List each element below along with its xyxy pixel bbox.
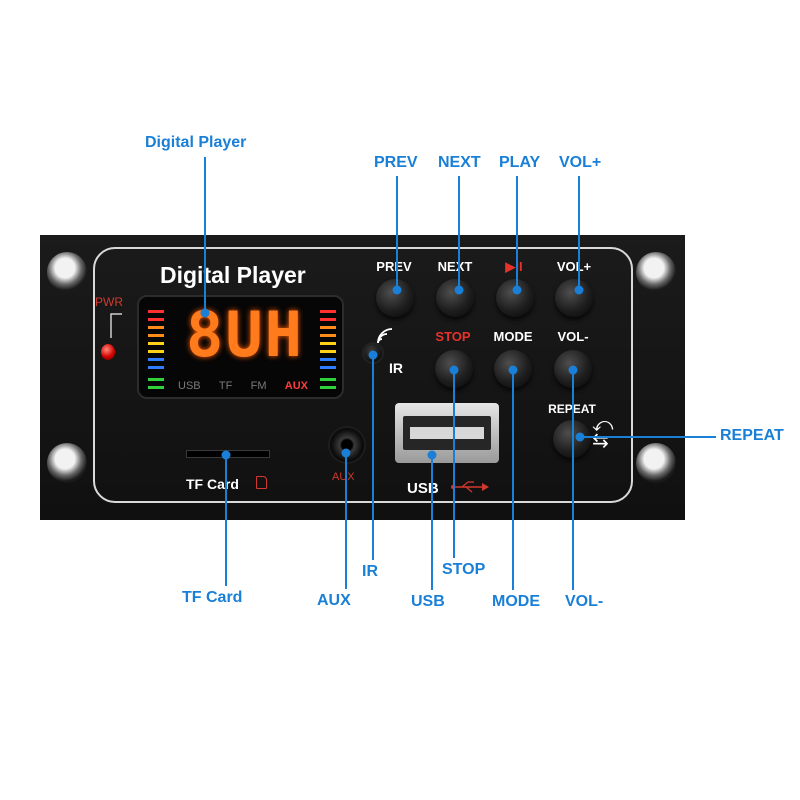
repeat-button-label: REPEAT <box>548 402 596 416</box>
level-bar-left <box>148 310 164 313</box>
level-bar-right <box>320 386 336 389</box>
aux-label: AUX <box>332 471 355 483</box>
level-bar-left <box>148 334 164 337</box>
callout-ir: IR <box>362 563 378 580</box>
repeat-icon: ⤺⇆ <box>592 412 614 452</box>
level-bar-right <box>320 366 336 369</box>
callout-vol-up: VOL+ <box>559 154 602 171</box>
tf-card-slot[interactable] <box>186 450 270 458</box>
vol-up-button-label: VOL+ <box>556 259 592 274</box>
led-display <box>137 295 344 399</box>
level-bar-right <box>320 334 336 337</box>
mounting-hole-bottom-left <box>47 443 87 483</box>
level-bar-right <box>320 378 336 381</box>
level-bar-left <box>148 386 164 389</box>
mode-indicator-fm: FM <box>250 380 267 392</box>
mode-button-label: MODE <box>493 329 533 344</box>
mode-indicator-tf: TF <box>218 380 233 392</box>
prev-button-label: PREV <box>376 259 412 274</box>
level-bar-right <box>320 342 336 345</box>
usb-label: USB <box>407 480 439 497</box>
level-bar-left <box>148 318 164 321</box>
vol-down-button[interactable] <box>554 350 592 388</box>
level-bar-left <box>148 366 164 369</box>
aux-jack[interactable] <box>330 428 364 462</box>
play-pause-button[interactable] <box>496 279 534 317</box>
level-bar-left <box>148 350 164 353</box>
vol-up-button[interactable] <box>555 279 593 317</box>
stop-button[interactable] <box>435 350 473 388</box>
level-bar-left <box>148 326 164 329</box>
stop-button-label: STOP <box>435 329 471 344</box>
level-bar-right <box>320 350 336 353</box>
level-bar-left <box>148 358 164 361</box>
level-bar-left <box>148 342 164 345</box>
callout-usb: USB <box>411 593 445 610</box>
prev-button[interactable] <box>376 279 414 317</box>
power-led-bracket <box>110 313 122 338</box>
tf-card-label: TF Card <box>186 476 239 492</box>
mode-indicator-aux: AUX <box>284 380 308 392</box>
callout-mode: MODE <box>492 593 540 610</box>
callout-vol-down: VOL- <box>565 593 604 610</box>
ir-label: IR <box>389 360 403 376</box>
sd-card-icon <box>256 476 267 489</box>
mode-button[interactable] <box>494 350 532 388</box>
level-bar-right <box>320 310 336 313</box>
callout-digital-player: Digital Player <box>145 134 247 151</box>
callout-repeat: REPEAT <box>720 427 784 444</box>
level-bar-right <box>320 318 336 321</box>
callout-aux: AUX <box>317 592 351 609</box>
play-button-label: ▶II <box>505 259 523 274</box>
repeat-button[interactable] <box>553 420 591 458</box>
power-label: PWR <box>95 295 123 309</box>
callout-tf-card: TF Card <box>182 589 243 606</box>
display-mode-indicators: USB TF FM AUX <box>178 380 308 392</box>
display-digits: 8UH <box>186 298 304 371</box>
callout-prev: PREV <box>374 154 418 171</box>
panel-inner-border <box>93 247 633 503</box>
next-button[interactable] <box>436 279 474 317</box>
brand-title: Digital Player <box>160 262 306 288</box>
level-bar-right <box>320 358 336 361</box>
next-button-label: NEXT <box>437 259 473 274</box>
callout-play: PLAY <box>499 154 541 171</box>
usb-symbol-icon <box>451 481 489 493</box>
callout-next: NEXT <box>438 154 481 171</box>
ir-signal-icon <box>377 328 393 344</box>
mounting-hole-top-left <box>47 252 87 292</box>
ir-receiver <box>364 344 382 362</box>
callout-stop: STOP <box>442 561 486 578</box>
vol-down-button-label: VOL- <box>557 329 589 344</box>
usb-port-contacts <box>410 427 484 439</box>
power-led <box>101 344 115 360</box>
mode-indicator-usb: USB <box>178 380 201 392</box>
mounting-hole-top-right <box>636 252 676 292</box>
level-bar-right <box>320 326 336 329</box>
level-bar-left <box>148 378 164 381</box>
mounting-hole-bottom-right <box>636 443 676 483</box>
